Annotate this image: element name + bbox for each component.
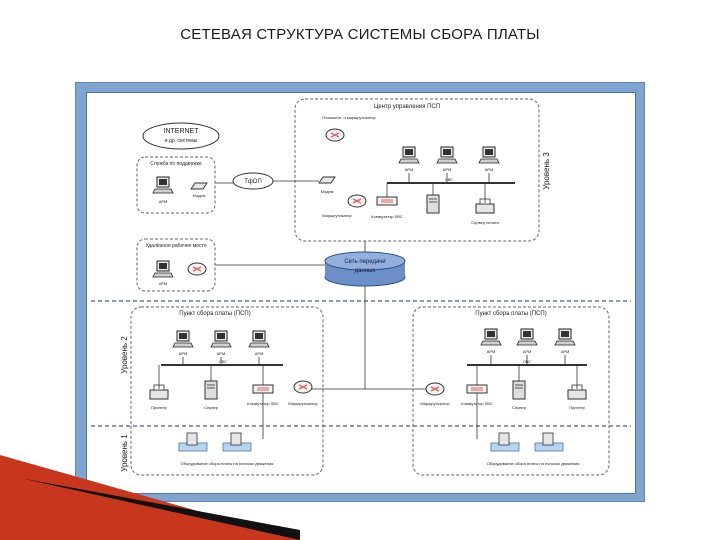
left-ws-label: АРМ <box>255 351 264 356</box>
level-2-label: Уровень 2 <box>120 336 129 374</box>
center-switch-label: ЛВС <box>445 177 453 182</box>
level-3-label: Уровень 3 <box>542 152 551 190</box>
right-server-label: Сервер <box>512 405 527 410</box>
right-router-label: Маршрутизатор <box>420 401 450 406</box>
slide-title: СЕТЕВАЯ СТРУКТУРА СИСТЕМЫ СБОРА ПЛАТЫ <box>180 26 540 43</box>
right-equipment-label: Оборудование сбора платы на полосах движ… <box>487 461 580 466</box>
left-server-label: Сервер <box>204 405 219 410</box>
internet-sublabel: и др. системы <box>165 138 198 144</box>
left-equipment-label: Оборудование сбора платы на полосах движ… <box>181 461 274 466</box>
control-center-group <box>294 98 540 242</box>
center-ws-label: АРМ <box>405 167 414 172</box>
center-ws-label: АРМ <box>485 167 494 172</box>
center-switch2-label: Коммутатор ЛВС <box>371 214 403 219</box>
data-network: Сеть передачи данных <box>324 251 406 287</box>
diagram-canvas: Уровень 3 Уровень 2 Уровень 1 Центр упра… <box>86 92 636 494</box>
remote-workstation-title: Удалённое рабочее место <box>145 243 206 249</box>
network-diagram: Уровень 3 Уровень 2 Уровень 1 Центр упра… <box>91 98 631 476</box>
left-printer-label: Принтер <box>151 405 168 410</box>
pstn-label: ТфОП <box>244 179 262 185</box>
left-ws-label: АРМ <box>217 351 226 356</box>
diagram-frame: Уровень 3 Уровень 2 Уровень 1 Центр упра… <box>75 82 645 502</box>
left-ws-label: АРМ <box>179 351 188 356</box>
control-center-title: Центр управления ПСП <box>374 104 440 110</box>
center-ws-label: АРМ <box>443 167 452 172</box>
data-network-sublabel: данных <box>355 268 376 274</box>
center-router-top-label: Планшетн. и маршрутизатор <box>322 115 376 120</box>
internet-label: INTERNET <box>164 128 200 135</box>
center-printer-label: Сервер печати <box>471 220 499 225</box>
data-network-label: Сеть передачи <box>344 259 385 265</box>
center-router-label: Маршрутизатор <box>322 213 352 218</box>
collection-point-right-group <box>412 306 610 476</box>
support-service-modem-label: Модем <box>193 193 206 198</box>
collection-point-left-title: Пункт сбора платы (ПСП) <box>179 311 250 317</box>
right-ws-label: АРМ <box>523 349 532 354</box>
collection-point-left-group <box>130 306 324 476</box>
left-switch-label: ЛВС <box>219 359 227 364</box>
collection-point-right-title: Пункт сбора платы (ПСП) <box>475 311 546 317</box>
right-ws-label: АРМ <box>487 349 496 354</box>
level-1-label: Уровень 1 <box>120 434 129 472</box>
internet-cloud <box>142 122 220 150</box>
support-service-group <box>136 156 216 214</box>
left-router-label: Маршрутизатор <box>288 401 318 406</box>
support-service-title: Служба по поддержке <box>150 161 202 167</box>
decor-dark-wedge <box>20 478 300 540</box>
center-workstations: АРМ АРМ АРМ <box>398 146 500 172</box>
remote-ws-label: АРМ <box>159 281 168 286</box>
right-ws-label: АРМ <box>561 349 570 354</box>
support-service-ws-label: АРМ <box>159 199 168 204</box>
right-printer-label: Принтер <box>569 405 586 410</box>
center-modem-label: Модем <box>321 189 334 194</box>
